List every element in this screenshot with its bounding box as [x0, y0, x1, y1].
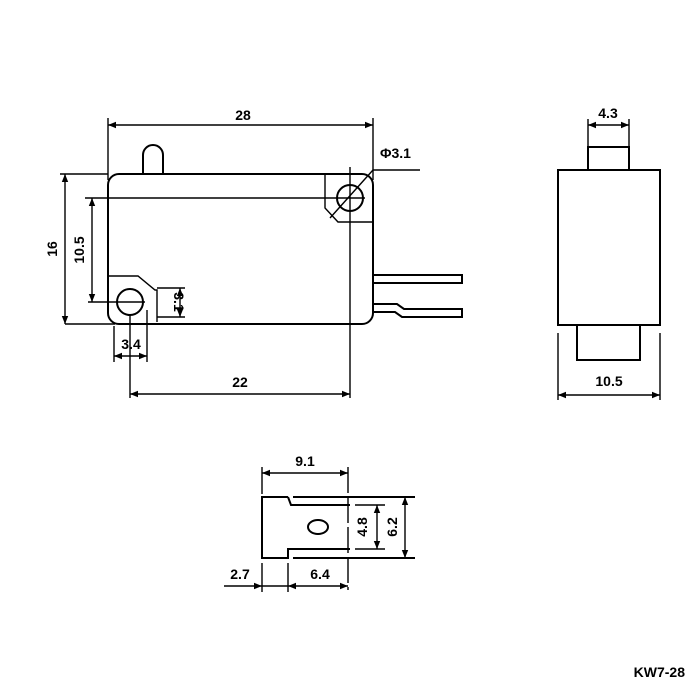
- mount-boss-right: [324, 174, 373, 223]
- dim-tab-height-label: 4.8: [354, 517, 370, 537]
- dim-tab-length-label: 6.4: [310, 566, 330, 582]
- dim-length-label: 28: [235, 107, 251, 123]
- terminal-view: 9.1 4.8 6.2 2.7 6.4: [224, 453, 415, 592]
- terminal-outline: [261, 496, 350, 559]
- body-side: [557, 169, 661, 326]
- plunger: [142, 144, 164, 174]
- dim-small-hole-height-label: 3.1: [171, 292, 187, 312]
- dim-small-hole-width-label: 3.4: [121, 336, 141, 352]
- mount-boss-left: [108, 275, 158, 322]
- dim-terminal-width-label: 6.2: [384, 517, 400, 537]
- dim-shoulder-label: 2.7: [230, 566, 250, 582]
- model-label: KW7-28: [634, 664, 686, 680]
- terminal-hole: [307, 519, 329, 535]
- front-view: 28 Φ3.1 16 10.5 3.1 3.4 22: [44, 107, 463, 398]
- plunger-side: [587, 146, 630, 171]
- terminal-base-side: [576, 324, 641, 361]
- switch-body: [107, 173, 374, 325]
- terminal-upper: [373, 274, 463, 284]
- dim-plunger-width-label: 4.3: [598, 105, 618, 121]
- terminal-lower: [373, 303, 463, 318]
- dim-hole-diameter-label: Φ3.1: [380, 145, 411, 161]
- dim-hole-offset-label: 10.5: [71, 236, 87, 263]
- dim-body-width-label: 10.5: [595, 373, 622, 389]
- side-view: 4.3 10.5: [557, 105, 661, 400]
- dim-height-label: 16: [44, 241, 60, 257]
- dim-hole-spacing-label: 22: [232, 374, 248, 390]
- dim-terminal-length-label: 9.1: [295, 453, 315, 469]
